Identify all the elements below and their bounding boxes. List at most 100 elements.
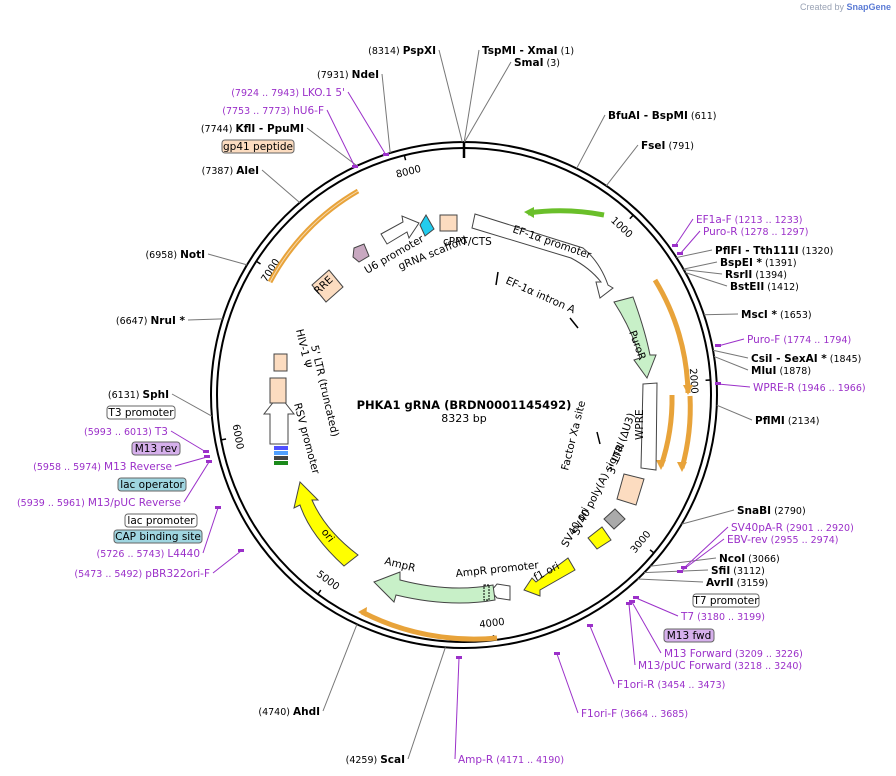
u6-promoter-arrow [380,215,420,245]
site-name: MluI [751,365,776,377]
ampr-arrow [373,571,496,604]
site-name: NcoI [719,553,745,565]
site-label: RsrII (1394) [725,269,787,281]
rre-box [311,269,344,303]
site-position: (2790) [771,506,806,517]
feature-label-ef1a-intron: EF-1α intron A [504,275,578,317]
site-leader-line [703,313,739,316]
primer-label: Amp-R (4171 .. 4190) [458,754,564,766]
primer-position: (7924 .. 7943) [231,88,302,99]
feature-box-label: T7 promoter [692,595,759,607]
primer-mark [715,382,721,385]
primer-leader-line [717,383,751,388]
primer-label: WPRE-R (1946 .. 1966) [753,382,866,394]
site-label: SmaI (3) [514,57,560,69]
primer-name: F1ori-R [617,679,654,691]
primer-name: Puro-F [747,334,780,346]
feature-box [113,529,203,544]
tick-label: 6000 [230,423,245,450]
primer-name: WPRE-R [753,382,795,394]
primer-label: (7924 .. 7943) LKO.1 5' [231,87,345,99]
feature-label-sv40-ori: SV40 ori [559,505,592,549]
primer-label: EBV-rev (2955 .. 2974) [727,534,839,546]
site-label: BspEI * (1391) [720,257,797,269]
site-leader-line [712,349,749,359]
lac-cluster [274,446,288,465]
primer-label: (5473 .. 5492) pBR322ori-F [74,568,210,580]
hiv-psi-box [273,353,288,372]
primer-position: (3180 .. 3199) [694,612,765,623]
site-label: (6647) NruI * [116,315,186,327]
primer-position: (3664 .. 3685) [617,709,688,720]
primer-position: (3218 .. 3240) [731,661,802,672]
site-leader-line [716,404,753,421]
site-name: AleI [236,165,259,177]
primer-leader-line [628,603,636,666]
site-name-2: - SexAI * [772,353,827,365]
feature-box-label: lac promoter [127,515,195,527]
site-name-2: - Tth111I [742,245,799,257]
site-position: (7744) [201,124,236,135]
site-name: PflFI [715,245,742,257]
orf-arc-2 [658,394,675,467]
primer-mark [238,549,244,552]
features [262,213,658,604]
leader-lines [170,49,753,760]
site-leader-line [683,269,723,275]
site-leader-line [187,318,223,321]
primer-label: (5726 .. 5743) L4440 [97,548,200,560]
site-position: (611) [688,111,717,122]
tick-label: 5000 [314,569,341,593]
site-name: SnaBI [737,505,771,517]
site-name: RsrII [725,269,752,281]
site-label: (4740) AhdI [258,706,320,718]
factor-xa-mark [596,431,601,445]
site-label: (6958) NotI [145,249,205,261]
feature-box [131,441,181,456]
site-label: TspMI - XmaI (1) [482,45,574,57]
primer-leader-line [679,538,725,573]
sv40-ori-box [587,526,612,550]
site-label: PflMI (2134) [755,415,819,427]
primer-label: EF1a-F (1213 .. 1233) [696,214,803,226]
primer-name: M13 Reverse [104,461,172,473]
feature-box-label: M13 fwd [667,630,712,642]
ori-arrow [293,481,359,567]
site-position: (791) [665,141,694,152]
site-position: (7931) [317,70,352,81]
site-leader-line [322,624,358,712]
primer-mark [672,244,678,247]
site-name: AvrII [706,577,734,589]
feature-box [221,139,295,154]
site-label: SnaBI (2790) [737,505,806,517]
site-leader-line [464,61,512,143]
primer-mark [677,570,683,573]
primer-mark [681,566,687,569]
primer-leader-line [635,597,679,617]
site-name: NruI * [151,315,186,327]
site-label: (7744) KflI - PpuMI [201,123,304,135]
primer-name: T3 [154,426,168,438]
orf-arc-1 [652,278,691,394]
site-position: (6647) [116,316,151,327]
site-position: (1320) [799,246,834,257]
site-position: (7387) [202,166,237,177]
site-name: SfiI [711,565,730,577]
primer-position: (5993 .. 6013) [84,427,155,438]
orf-arc-rre [267,188,360,284]
feature-label-wpre: WPRE [634,409,646,440]
intron-end-mark [569,317,579,329]
site-leader-line [306,127,358,167]
site-name: PflMI [755,415,785,427]
primer-name: L4440 [167,548,200,560]
primer-name: LKO.1 5' [302,87,345,99]
tick-mark [629,214,634,220]
feature-box-label: gp41 peptide [223,141,293,153]
gp41-feature [352,243,370,263]
site-position: (3112) [730,566,765,577]
site-position: (4740) [258,707,293,718]
primer-mark [456,656,462,659]
primer-leader-line [183,461,210,503]
primer-mark [633,596,639,599]
site-label: CsiI - SexAI * (1845) [751,353,861,365]
